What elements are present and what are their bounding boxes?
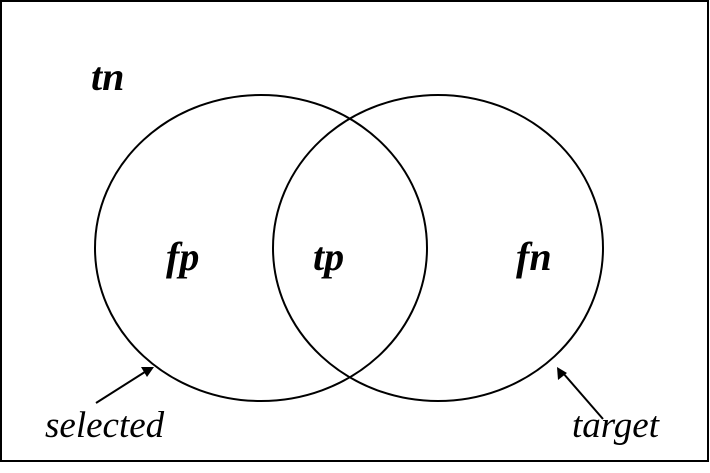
fn-label: fn [516, 234, 552, 279]
fp-label: fp [166, 234, 199, 279]
target-arrow [557, 367, 604, 420]
selected-label: selected [45, 405, 165, 446]
universe-frame [0, 0, 709, 462]
selected-arrow [95, 367, 154, 404]
target-label: target [572, 405, 661, 446]
target-circle [272, 94, 604, 402]
tn-label: tn [91, 54, 124, 99]
tp-label: tp [313, 234, 344, 279]
selected-circle [94, 94, 428, 402]
